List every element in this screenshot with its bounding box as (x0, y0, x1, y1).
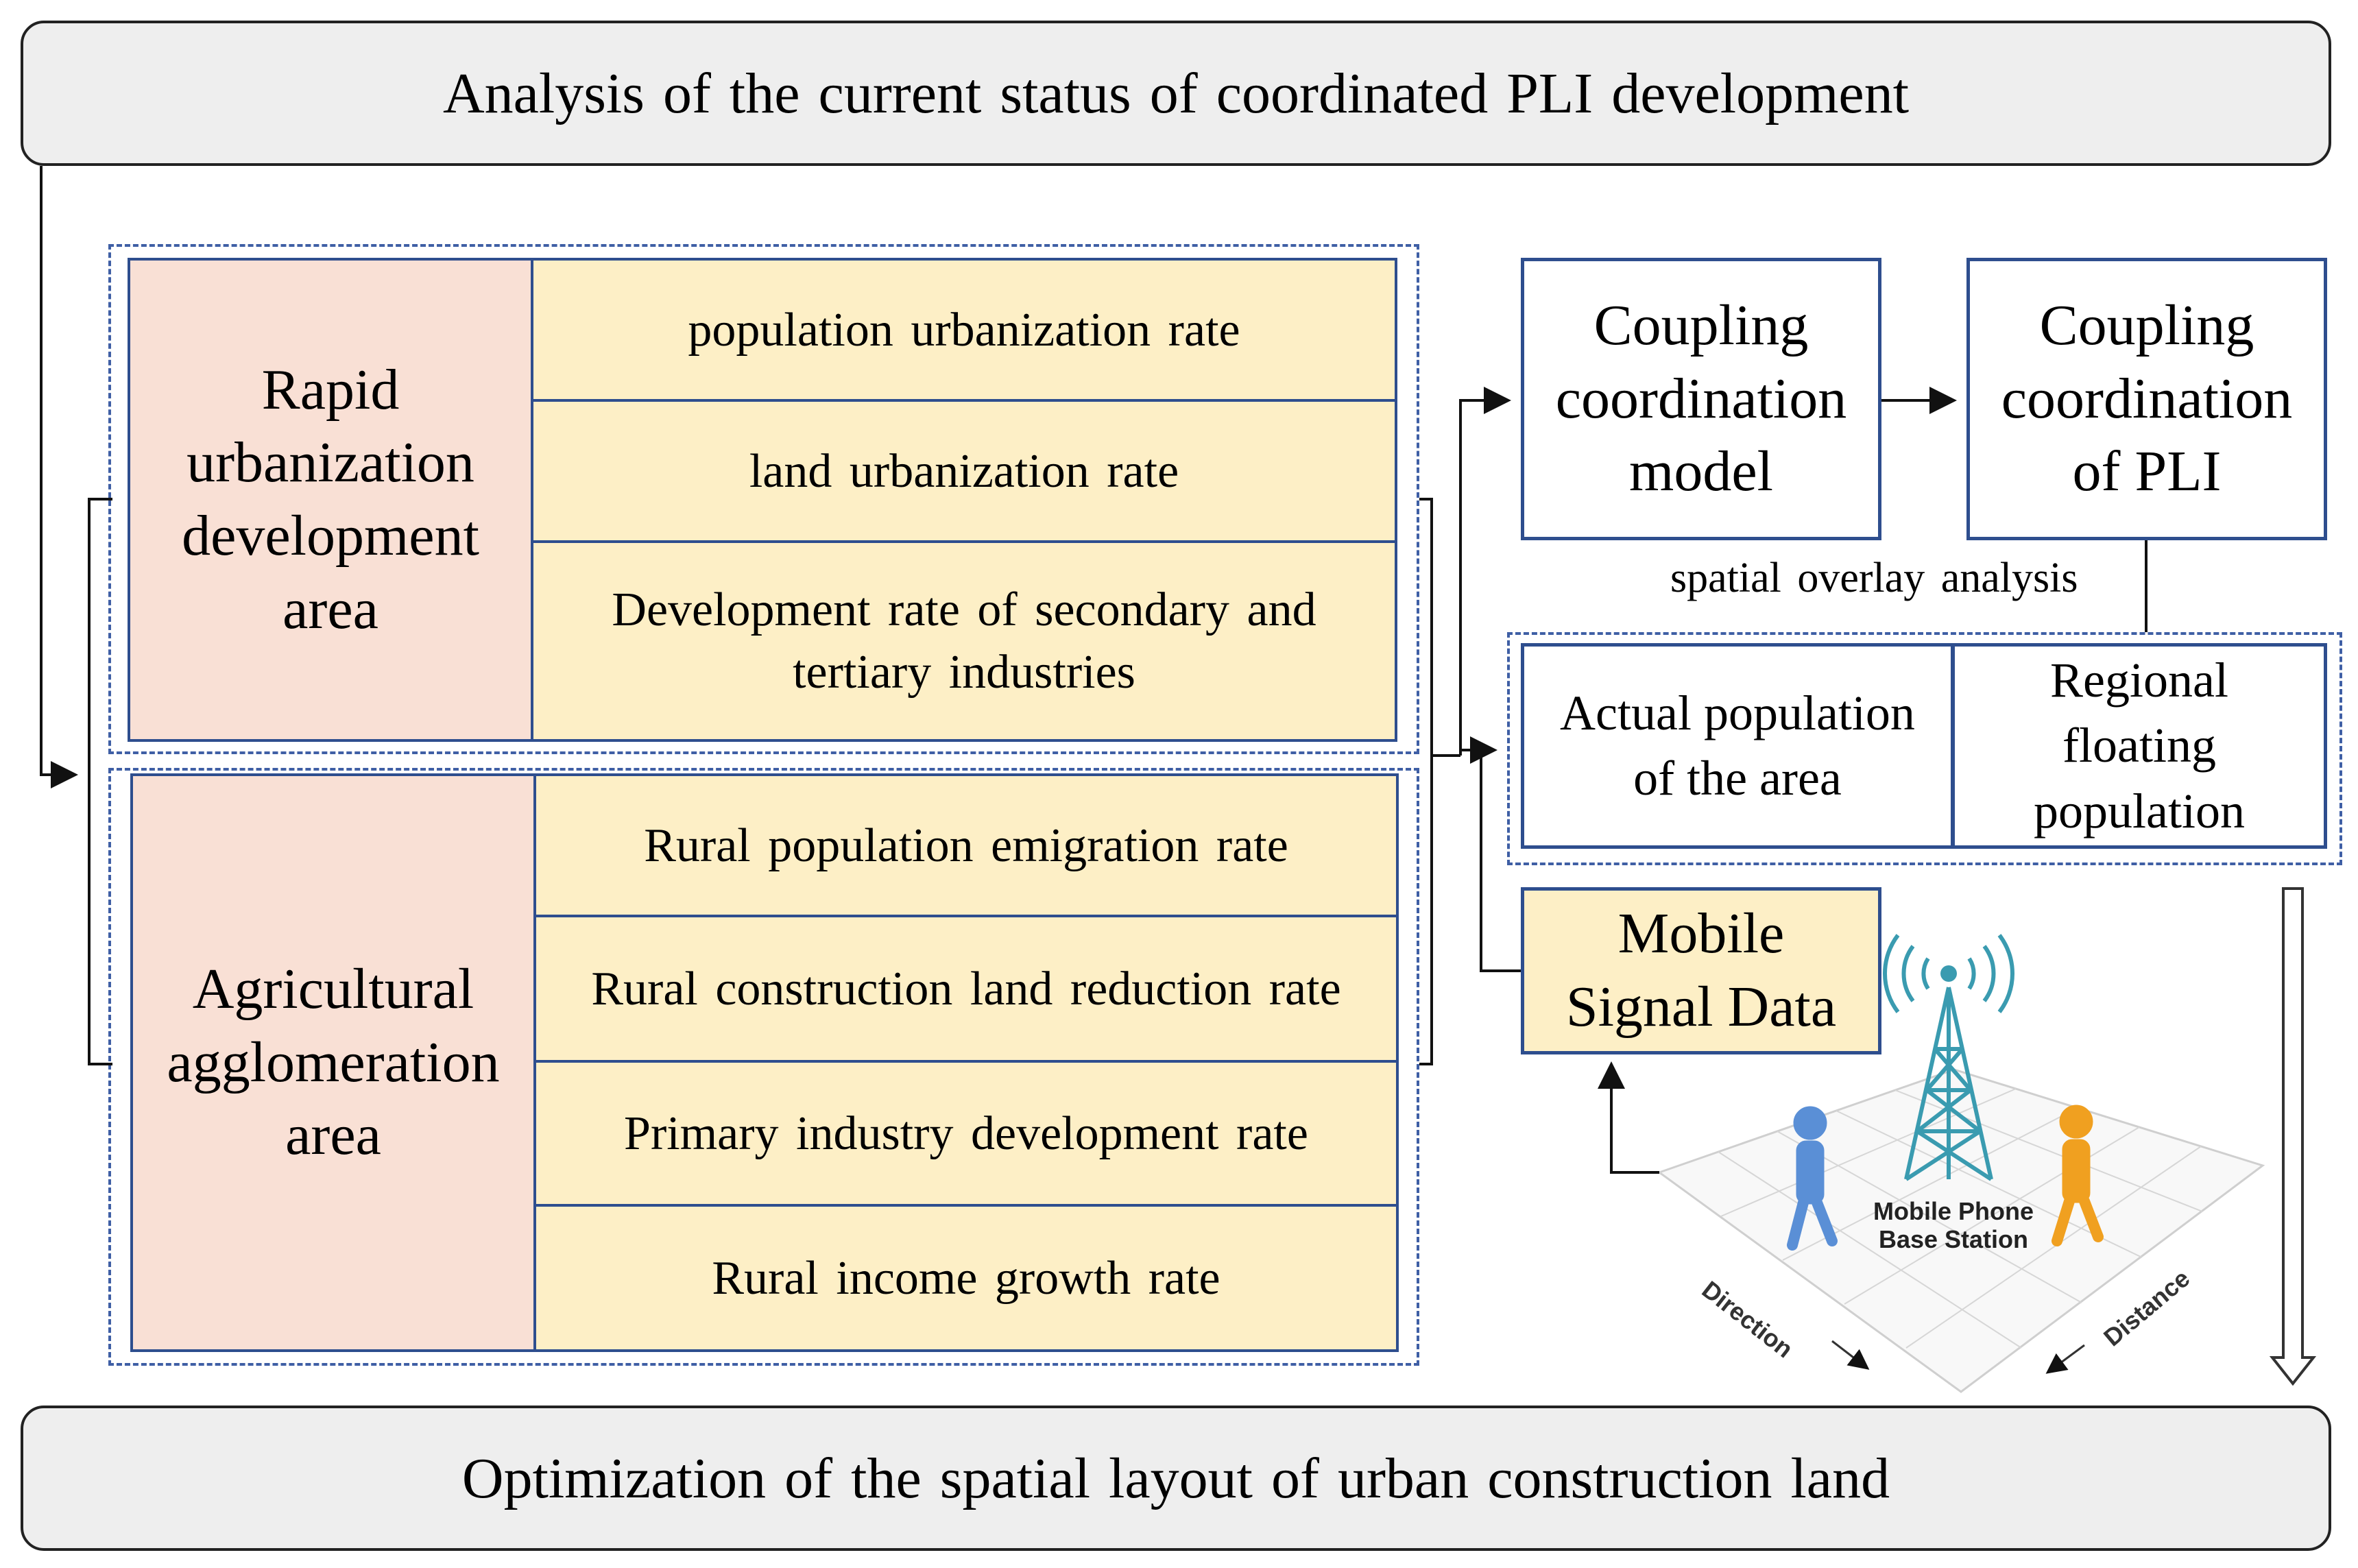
arrow-to-model (1459, 387, 1511, 756)
overlay-label: spatial overlay analysis (1670, 555, 2078, 601)
bracket-left (88, 498, 112, 1065)
area-rapid-urbanization: Rapid urbanization development area (128, 258, 533, 742)
indicator-secondary-tertiary: Development rate of secondary and tertia… (531, 540, 1397, 742)
top-banner-text: Analysis of the current status of coordi… (442, 61, 1910, 125)
top-banner: Analysis of the current status of coordi… (21, 21, 2331, 166)
indicator-rural-income: Rural income growth rate (533, 1204, 1399, 1352)
distance-arrow (2045, 1344, 2085, 1374)
floating-population-box: Regional floating population (1951, 643, 2327, 849)
signal-waves-icon (1882, 934, 2015, 1013)
coupling-model-box: Coupling coordination model (1521, 258, 1881, 540)
station-label: Mobile Phone Base Station (1873, 1197, 2034, 1254)
direction-arrow (1831, 1340, 1870, 1370)
person-blue-icon (1787, 1106, 1838, 1251)
actual-population-box: Actual population of the area (1521, 643, 1954, 849)
population-group (1507, 632, 2342, 865)
indicator-primary-industry: Primary industry development rate (533, 1060, 1399, 1207)
area-agricultural-agglomeration: Agricultural agglomeration area (130, 773, 536, 1352)
bottom-banner: Optimization of the spatial layout of ur… (21, 1406, 2331, 1551)
mobile-signal-box: Mobile Signal Data (1521, 887, 1881, 1054)
connector-top-to-groups (40, 166, 78, 788)
connector-mobile-to-population (1480, 750, 1521, 972)
bottom-banner-text: Optimization of the spatial layout of ur… (461, 1446, 1890, 1510)
tower-icon (1904, 987, 1993, 1181)
person-orange-icon (2052, 1105, 2104, 1246)
indicator-rural-emigration: Rural population emigration rate (533, 773, 1399, 917)
indicator-rural-land-reduction: Rural construction land reduction rate (533, 915, 1399, 1063)
illustration (1598, 934, 2265, 1393)
antenna-dot (1940, 965, 1957, 982)
arrow-illustration-to-mobile (1598, 1061, 1659, 1174)
group-agricultural (108, 768, 1419, 1366)
indicator-land-urbanization: land urbanization rate (531, 399, 1397, 543)
coupling-result-box: Coupling coordination of PLI (1966, 258, 2327, 540)
hollow-down-arrow (2269, 887, 2317, 1386)
bracket-right (1419, 498, 1433, 1065)
